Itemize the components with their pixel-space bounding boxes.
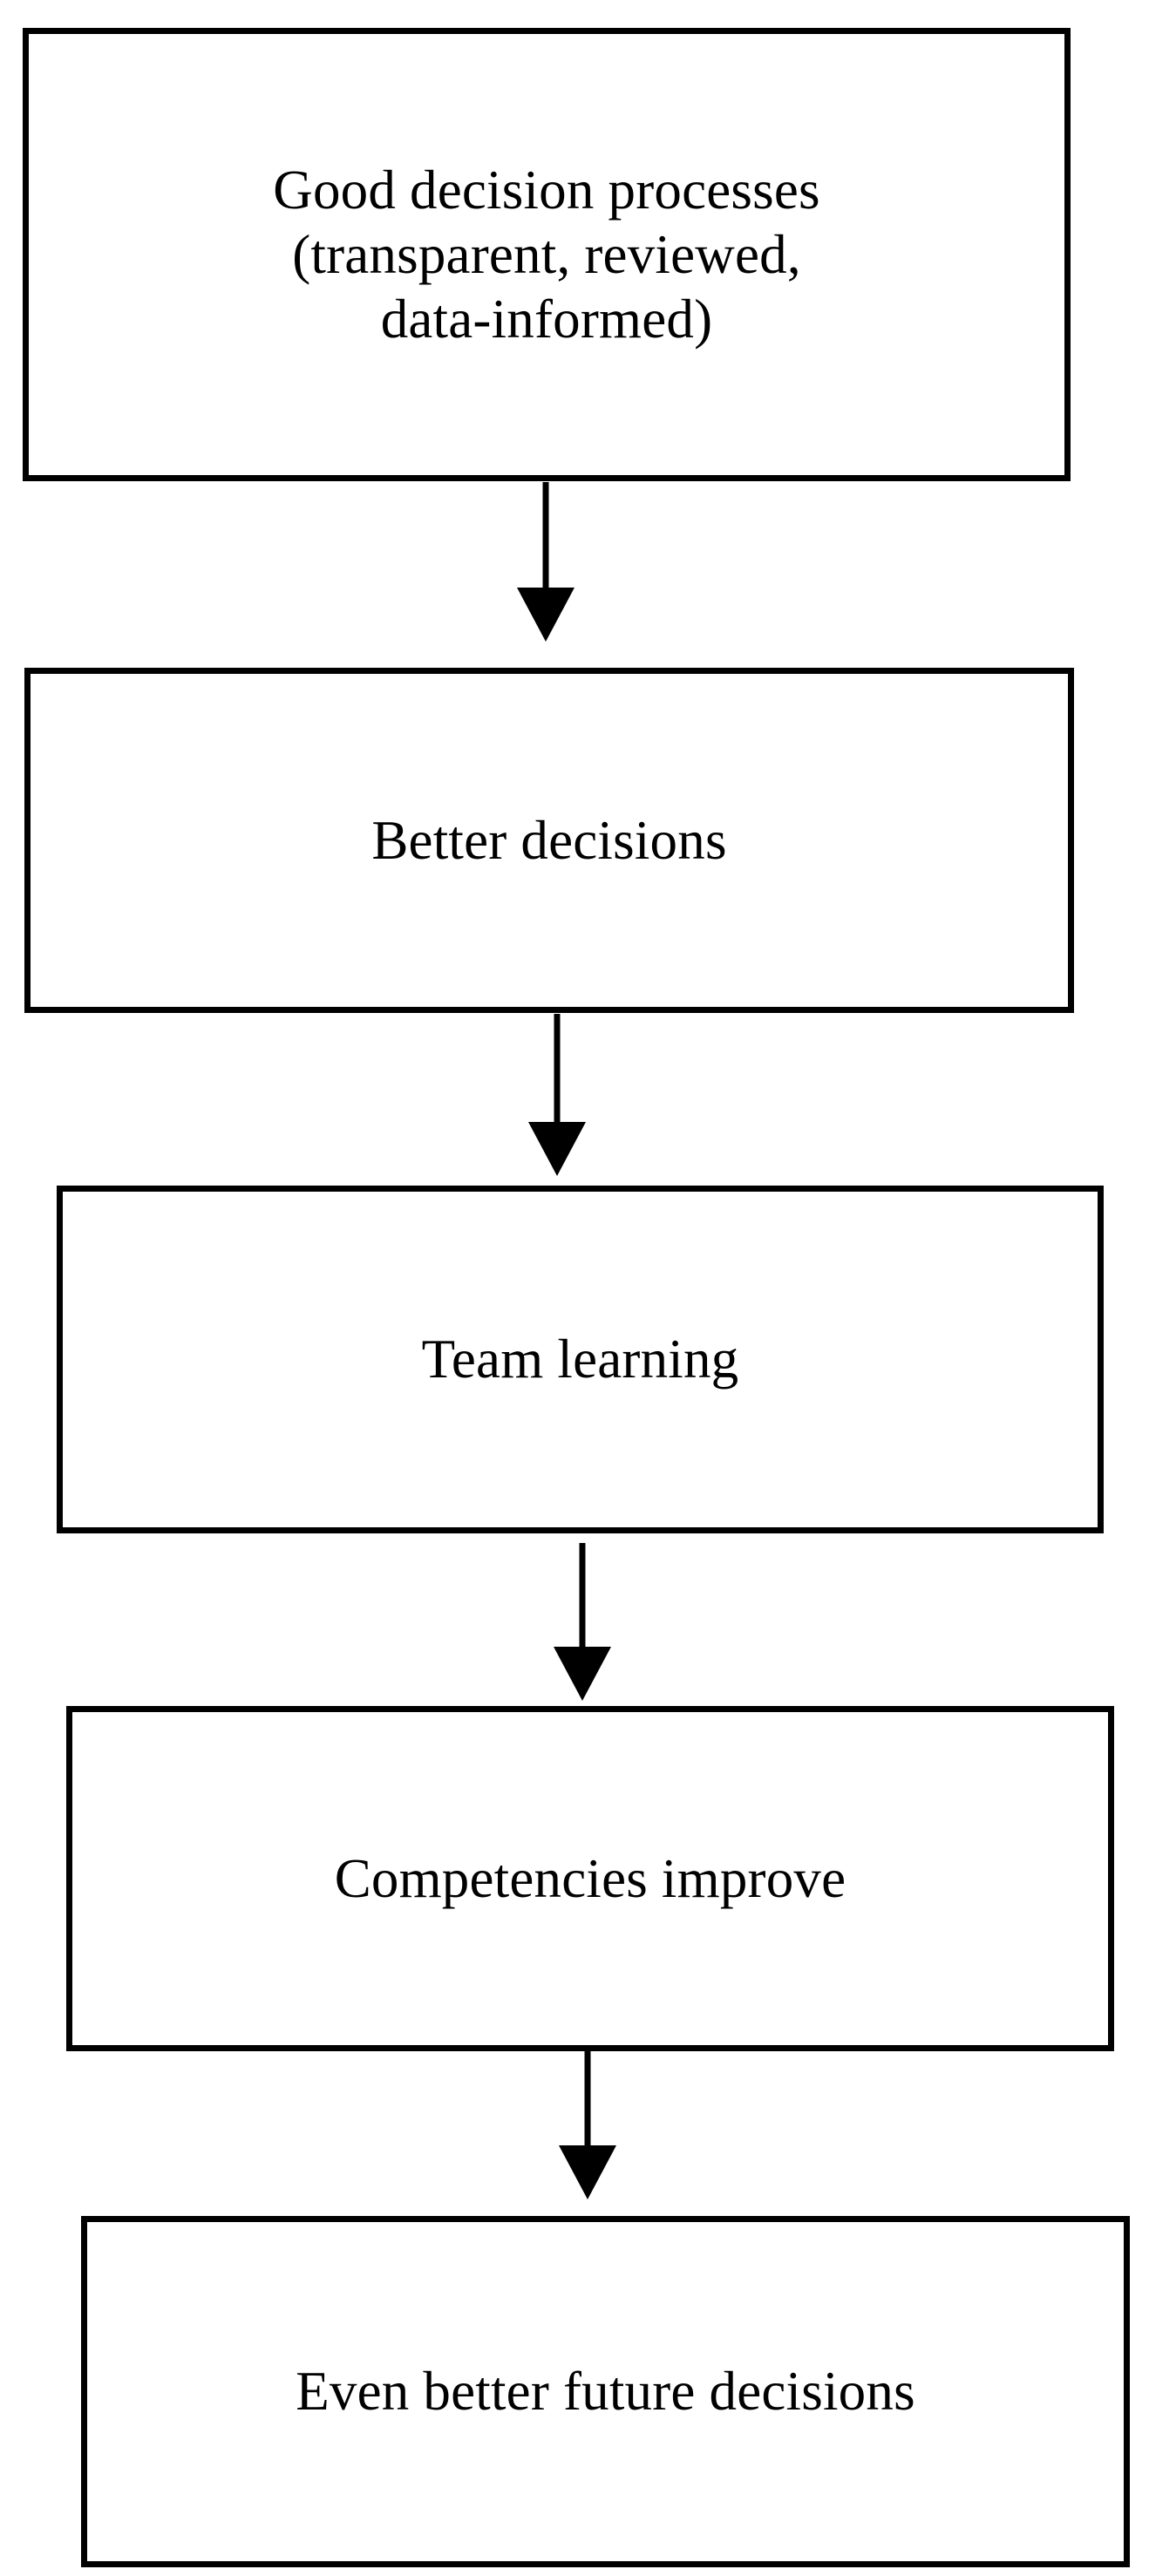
flow-node-label: Good decision processes (transparent, re… (273, 159, 820, 350)
arrow-shaft (584, 2044, 591, 2151)
flow-node-team-learning: Team learning (57, 1186, 1104, 1533)
arrow-shaft (554, 1014, 561, 1127)
flow-node-good-decision-processes: Good decision processes (transparent, re… (23, 28, 1071, 481)
arrowhead-icon (554, 1647, 611, 1701)
flow-node-label: Competencies improve (334, 1847, 846, 1909)
flow-node-label: Team learning (421, 1329, 739, 1390)
connector-arrow (554, 1543, 611, 1701)
connector-arrow (517, 482, 574, 642)
connector-arrow (559, 2044, 616, 2199)
arrowhead-icon (559, 2145, 616, 2199)
flow-node-competencies-improve: Competencies improve (66, 1706, 1114, 2051)
arrow-shaft (579, 1543, 586, 1652)
flow-node-label: Better decisions (371, 809, 727, 871)
connector-arrow (528, 1014, 586, 1176)
arrowhead-icon (528, 1122, 586, 1176)
flow-node-even-better-future-decisions: Even better future decisions (81, 2216, 1130, 2567)
arrow-shaft (542, 482, 549, 593)
flow-node-label: Even better future decisions (296, 2361, 915, 2423)
arrowhead-icon (517, 588, 574, 642)
flow-node-better-decisions: Better decisions (24, 668, 1074, 1013)
